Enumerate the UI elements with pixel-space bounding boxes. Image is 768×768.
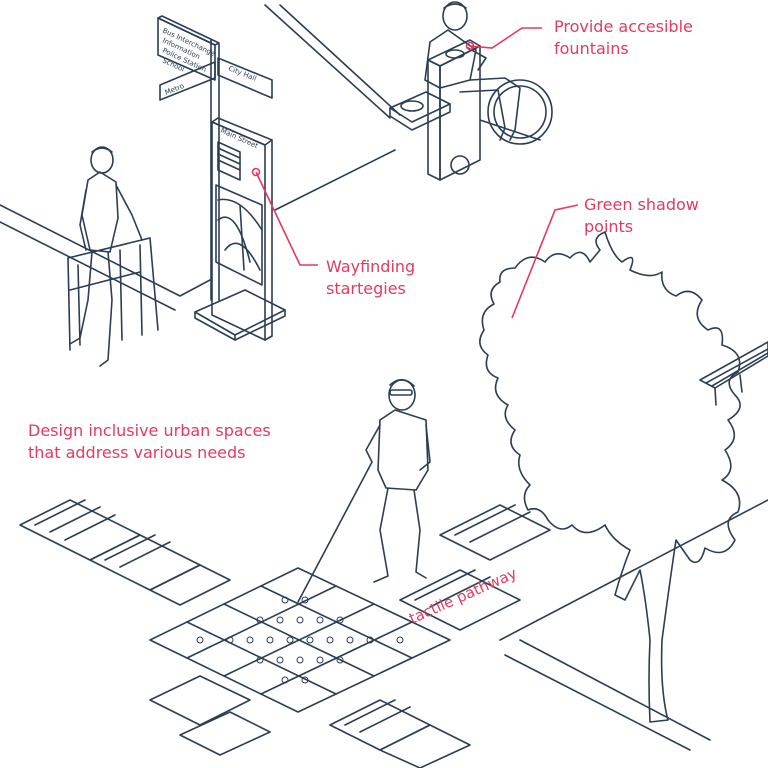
inclusive-design-line-1: Design inclusive urban spaces: [28, 421, 271, 440]
person-with-walker: [67, 146, 159, 367]
inclusive-design-label: Design inclusive urban spaces that addre…: [28, 420, 271, 464]
wayfinding-label-line-1: Wayfinding: [326, 257, 416, 276]
fountains-label: Provide accesible fountains: [554, 16, 693, 60]
tree: [479, 231, 741, 723]
fountains-label-line-1: Provide accesible: [554, 17, 693, 36]
street-lines: [0, 4, 768, 751]
cane-user: [297, 378, 431, 603]
wayfinding-label-line-2: startegies: [326, 279, 406, 298]
callout-lines: [251, 27, 579, 319]
tactile-paving: [19, 499, 551, 768]
shadow-label-line-1: Green shadow: [584, 195, 699, 214]
shadow-label-line-2: points: [584, 217, 634, 236]
signpost: [157, 15, 286, 341]
shadow-label: Green shadow points: [584, 194, 699, 238]
inclusive-design-line-2: that address various needs: [28, 443, 246, 462]
map-title: Main Street: [219, 127, 259, 151]
tactile-dots: [196, 596, 404, 684]
wayfinding-label: Wayfinding startegies: [326, 256, 415, 300]
bench: [699, 341, 768, 406]
fountains-label-line-2: fountains: [554, 39, 629, 58]
fountain: [389, 39, 481, 181]
